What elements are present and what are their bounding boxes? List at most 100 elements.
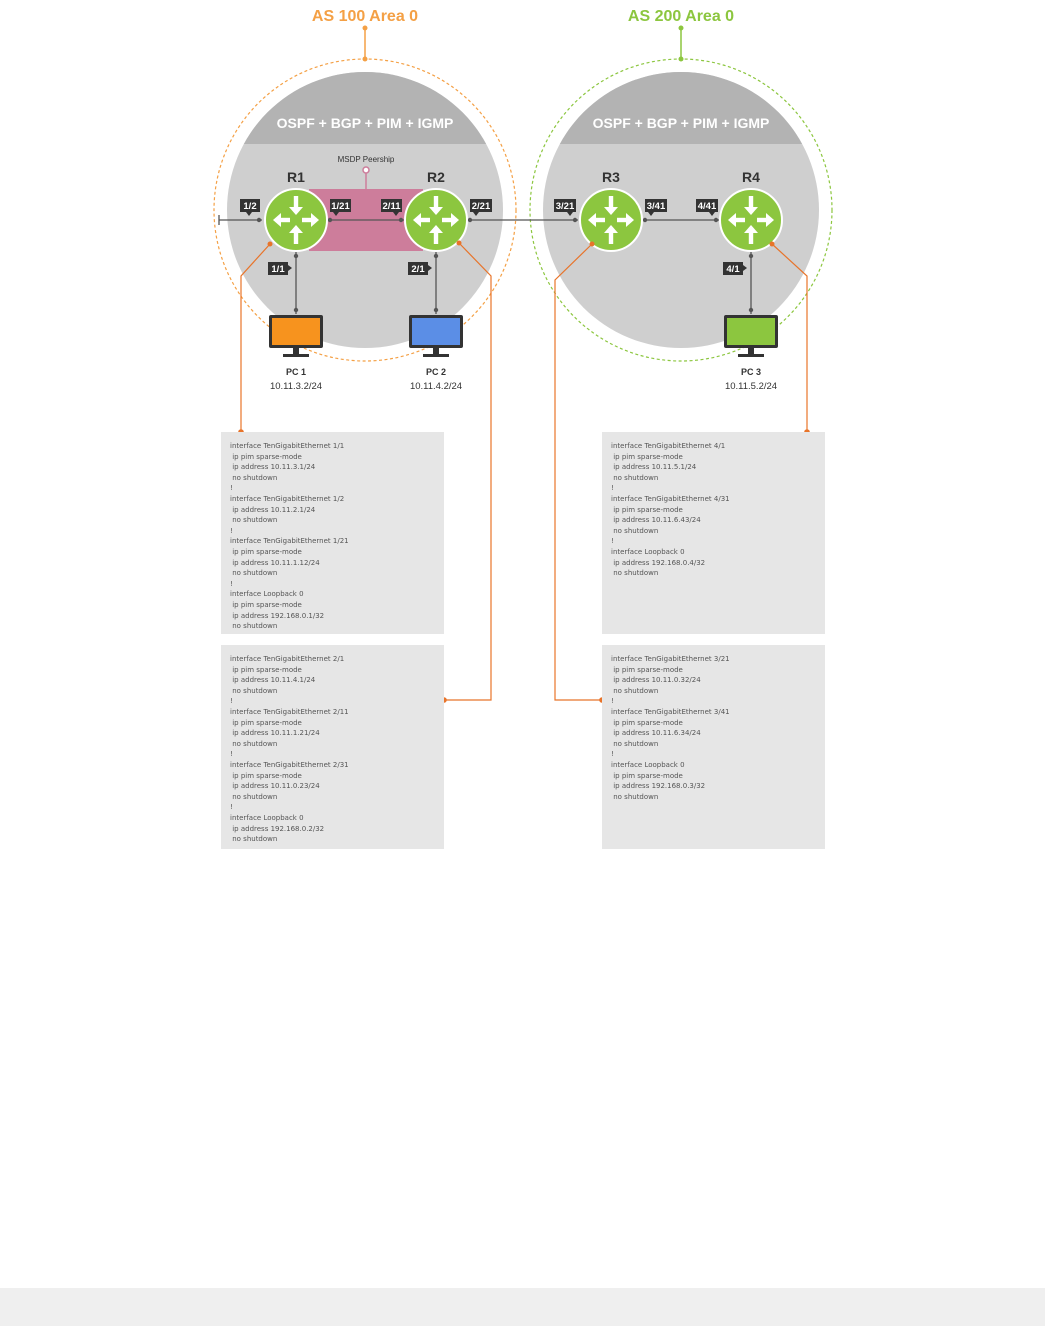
as100-band-label: OSPF + BGP + PIM + IGMP bbox=[277, 115, 454, 131]
config-line: interface TenGigabitEthernet 2/11 bbox=[230, 707, 349, 716]
as100-boundary bbox=[213, 58, 517, 362]
config-line: interface Loopback 0 bbox=[611, 547, 685, 556]
config-line: interface TenGigabitEthernet 3/21 bbox=[611, 655, 730, 663]
config-line: ip address 10.11.2.1/24 bbox=[230, 505, 316, 514]
msdp-label: MSDP Peership bbox=[338, 155, 395, 164]
config-r1: interface TenGigabitEthernet 1/1 ip pim … bbox=[221, 432, 444, 634]
config-line: interface Loopback 0 bbox=[230, 813, 304, 822]
config-line: ! bbox=[230, 697, 233, 706]
config-line: no shutdown bbox=[611, 526, 659, 535]
config-line: no shutdown bbox=[230, 739, 278, 748]
config-r4: interface TenGigabitEthernet 4/1 ip pim … bbox=[602, 432, 825, 634]
config-line: ! bbox=[611, 697, 614, 706]
config-line: ! bbox=[230, 526, 233, 535]
as200-boundary bbox=[529, 58, 833, 362]
leader-r4 bbox=[771, 243, 808, 432]
config-line: no shutdown bbox=[230, 622, 278, 631]
port-label-1-1: 1/1 bbox=[268, 262, 292, 275]
pc3-label: PC 3 bbox=[741, 367, 761, 377]
as200-band-label: OSPF + BGP + PIM + IGMP bbox=[593, 115, 770, 131]
svg-text:1/21: 1/21 bbox=[331, 201, 350, 212]
svg-text:1/1: 1/1 bbox=[271, 264, 285, 275]
leader-r1 bbox=[240, 243, 271, 432]
config-line: ip address 10.11.1.21/24 bbox=[230, 729, 320, 738]
pc1-screen bbox=[272, 318, 320, 345]
config-line: interface TenGigabitEthernet 2/1 bbox=[230, 655, 345, 663]
config-line: no shutdown bbox=[230, 835, 278, 844]
router-r4-label: R4 bbox=[742, 169, 760, 185]
footer-bar bbox=[0, 1288, 1045, 1326]
config-line: ip address 10.11.6.34/24 bbox=[611, 729, 701, 738]
port-label-2-11: 2/11 bbox=[381, 199, 402, 216]
as200-title: AS 200 Area 0 bbox=[628, 8, 734, 25]
pc2: PC 2 10.11.4.2/24 bbox=[409, 315, 463, 392]
router-r2-label: R2 bbox=[427, 169, 445, 185]
config-line: ! bbox=[230, 803, 233, 812]
config-line: ip pim sparse-mode bbox=[611, 771, 683, 780]
config-line: ! bbox=[611, 484, 614, 493]
config-line: ip address 192.168.0.2/32 bbox=[230, 824, 325, 833]
config-line: ip pim sparse-mode bbox=[230, 771, 302, 780]
port-label-3-41: 3/41 bbox=[645, 199, 667, 216]
config-line: ip pim sparse-mode bbox=[230, 600, 302, 609]
config-line: no shutdown bbox=[230, 686, 278, 695]
config-r2: interface TenGigabitEthernet 2/1 ip pim … bbox=[221, 645, 444, 849]
pc1: PC 1 10.11.3.2/24 bbox=[269, 315, 323, 392]
pc3: PC 3 10.11.5.2/24 bbox=[724, 315, 778, 392]
router-r2: R2 bbox=[404, 169, 468, 252]
svg-text:4/1: 4/1 bbox=[726, 264, 740, 275]
config-line: interface TenGigabitEthernet 1/2 bbox=[230, 494, 345, 503]
config-line: no shutdown bbox=[611, 569, 659, 578]
port-label-3-21: 3/21 bbox=[554, 199, 576, 216]
as100-title-dot bbox=[362, 25, 368, 31]
config-line: interface TenGigabitEthernet 1/1 bbox=[230, 442, 345, 450]
config-line: interface Loopback 0 bbox=[230, 590, 304, 599]
port-label-1-2: 1/2 bbox=[240, 199, 260, 216]
config-line: no shutdown bbox=[230, 516, 278, 525]
svg-text:1/2: 1/2 bbox=[243, 201, 256, 212]
config-line: ! bbox=[230, 750, 233, 759]
router-r3-icon bbox=[579, 188, 643, 252]
config-line: no shutdown bbox=[611, 739, 659, 748]
svg-text:3/21: 3/21 bbox=[556, 201, 575, 212]
as100-title: AS 100 Area 0 bbox=[312, 8, 418, 25]
port-label-4-41: 4/41 bbox=[696, 199, 718, 216]
pc2-screen bbox=[412, 318, 460, 345]
config-line: no shutdown bbox=[230, 792, 278, 801]
as100-band bbox=[227, 72, 503, 144]
port-label-1-21: 1/21 bbox=[330, 199, 351, 216]
config-line: ip pim sparse-mode bbox=[611, 665, 683, 674]
config-line: no shutdown bbox=[611, 473, 659, 482]
config-line: no shutdown bbox=[611, 792, 659, 801]
config-line: ip address 10.11.5.1/24 bbox=[611, 463, 697, 472]
svg-text:2/11: 2/11 bbox=[383, 201, 402, 212]
config-line: ip pim sparse-mode bbox=[230, 547, 302, 556]
router-r1-icon bbox=[264, 188, 328, 252]
leader-r2 bbox=[444, 242, 492, 701]
svg-text:2/21: 2/21 bbox=[472, 201, 491, 212]
config-line: ip pim sparse-mode bbox=[611, 505, 683, 514]
pc2-label: PC 2 bbox=[426, 367, 446, 377]
config-line: no shutdown bbox=[230, 569, 278, 578]
pc2-ip: 10.11.4.2/24 bbox=[410, 381, 462, 392]
pc1-ip: 10.11.3.2/24 bbox=[270, 381, 322, 392]
config-line: interface TenGigabitEthernet 1/21 bbox=[230, 537, 349, 546]
config-line: ! bbox=[611, 537, 614, 546]
router-r4: R4 bbox=[719, 169, 783, 252]
svg-text:4/41: 4/41 bbox=[698, 201, 717, 212]
router-r3-label: R3 bbox=[602, 169, 620, 185]
config-line: no shutdown bbox=[611, 686, 659, 695]
config-line: ip address 192.168.0.4/32 bbox=[611, 558, 706, 567]
config-line: ip address 10.11.1.12/24 bbox=[230, 558, 320, 567]
config-line: ip address 10.11.6.43/24 bbox=[611, 516, 701, 525]
pc3-screen bbox=[727, 318, 775, 345]
config-line: ip address 10.11.0.23/24 bbox=[230, 782, 320, 791]
config-line: ip address 192.168.0.1/32 bbox=[230, 611, 325, 620]
msdp-stem-dot bbox=[362, 166, 370, 174]
config-line: ip address 10.11.4.1/24 bbox=[230, 676, 316, 685]
svg-text:3/41: 3/41 bbox=[647, 201, 666, 212]
config-line: ! bbox=[611, 750, 614, 759]
config-line: ! bbox=[230, 484, 233, 493]
config-line: no shutdown bbox=[230, 473, 278, 482]
